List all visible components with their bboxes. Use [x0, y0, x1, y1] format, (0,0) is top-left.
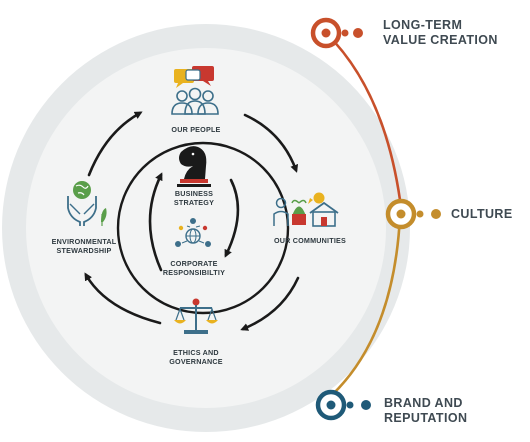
- timeline-label-culture: CULTURE: [451, 207, 513, 221]
- node-label-communities: OUR COMMUNITIES: [273, 236, 347, 245]
- node-label-environment: ENVIRONMENTAL STEWARDSHIP: [51, 237, 117, 255]
- timeline-marker-value: [310, 17, 363, 49]
- timeline-label-value: LONG-TERM VALUE CREATION: [383, 18, 498, 47]
- arrow-people-to-communities: [243, 113, 299, 173]
- arrow-environment-to-people: [87, 111, 143, 177]
- timeline-segment-culture: [330, 214, 402, 397]
- center-label-strategy: BUSINESS STRATEGY: [173, 189, 215, 207]
- scales-icon: [174, 298, 218, 334]
- timeline-label-brand: BRAND AND REPUTATION: [384, 396, 468, 425]
- node-label-ethics: ETHICS AND GOVERNANCE: [169, 348, 223, 366]
- community-house-icon: [273, 192, 339, 227]
- center-label-responsibility: CORPORATE RESPONSIBILTIY: [162, 259, 226, 277]
- arrow-responsibility-to-strategy: [148, 172, 163, 272]
- timeline-segment-value: [324, 31, 402, 202]
- people-chat-icon: [171, 66, 219, 115]
- network-globe-icon: [175, 218, 211, 247]
- arrow-strategy-to-responsibility: [224, 178, 240, 258]
- timeline-arc: [324, 31, 402, 397]
- timeline-marker-brand: [315, 389, 371, 421]
- outer-cycle-arrows: [84, 111, 300, 331]
- globe-hands-icon: [67, 181, 107, 226]
- inner-cycle-arrows: [148, 172, 240, 272]
- knight-chess-icon: [177, 146, 211, 187]
- arrow-ethics-to-environment: [84, 272, 162, 325]
- node-label-people: OUR PEOPLE: [171, 125, 221, 134]
- timeline-marker-culture: [385, 198, 441, 230]
- inner-ring: [116, 141, 290, 315]
- arrow-communities-to-ethics: [240, 276, 300, 331]
